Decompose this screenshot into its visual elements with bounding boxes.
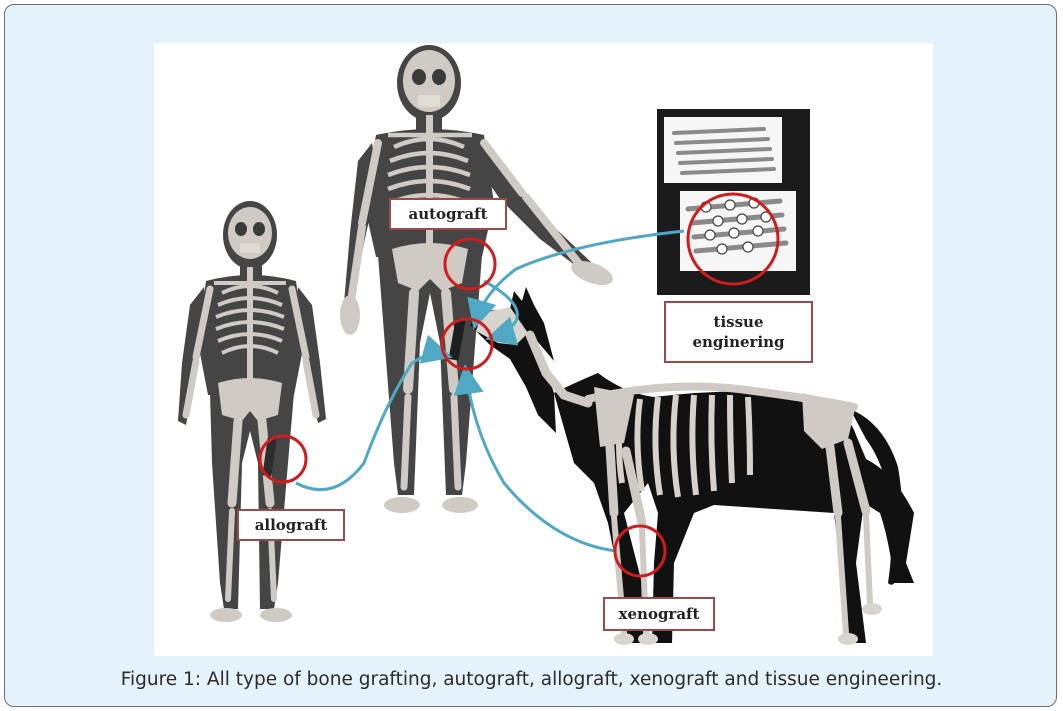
xenograft-label: xenograft [603,597,715,631]
left-human-skeleton-icon [178,201,326,622]
figure-illustration [154,43,933,656]
figure-frame: allograft autograft xenograft tissue eng… [4,4,1057,707]
allograft-label: allograft [237,509,345,541]
tissue-engineering-label: tissue enginering [664,301,813,363]
autograft-label: autograft [389,198,507,230]
tissue-engineering-label-line2: enginering [692,332,784,352]
scaffold-fibers-icon [657,109,810,295]
figure-caption: Figure 1: All type of bone grafting, aut… [5,659,1058,699]
figure-image: allograft autograft xenograft tissue eng… [154,43,933,656]
tissue-engineering-label-line1: tissue [714,312,764,332]
